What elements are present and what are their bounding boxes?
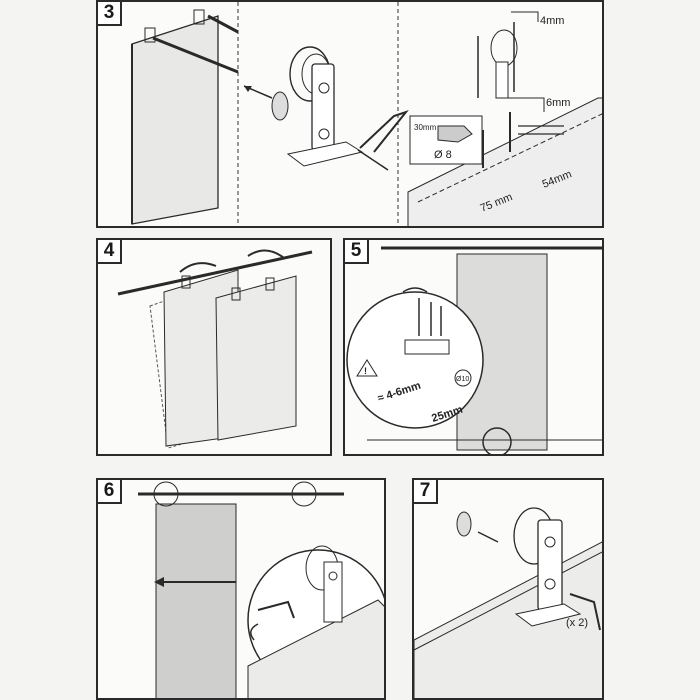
zoom-circle [291, 481, 317, 507]
door-panel [215, 275, 297, 441]
leader-line [152, 36, 239, 74]
rail-board [407, 97, 602, 226]
hanger-strap [495, 61, 509, 99]
rail-board [247, 599, 384, 698]
step-4-panel: 4 [96, 238, 332, 456]
step-4-illustration [117, 249, 313, 449]
step-5-number: 5 [345, 240, 369, 264]
step-3-number: 3 [98, 2, 122, 26]
floor-guide [404, 339, 450, 355]
step-3-illustration: Ø 8 30mm 4mm 6mm 75 mm 54mm [131, 2, 602, 226]
drill-size-label: Ø10 [456, 376, 469, 383]
step-7-illustration: (x 2) [414, 507, 602, 698]
screw-size-label: 6mm [546, 97, 570, 109]
hanger-strap [323, 561, 343, 623]
hanger-strap [537, 519, 563, 611]
door-panel [155, 503, 237, 698]
step-6-illustration [138, 481, 384, 698]
dim-leader [498, 97, 545, 112]
arrow-icon [357, 149, 389, 171]
count-label: (x 2) [566, 617, 588, 629]
step-6-panel: 6 [96, 478, 386, 700]
roller-wheel [490, 29, 518, 67]
step-5-illustration: ! Ø10 ≈ 4-6mm 25mm [346, 246, 602, 454]
step-7-number: 7 [414, 480, 438, 504]
arrow-icon [477, 531, 499, 543]
drill-symbol [454, 369, 472, 387]
step-4-number: 4 [98, 240, 122, 264]
svg-text:!: ! [364, 366, 367, 376]
step-3-panel: 3 Ø 8 [96, 0, 604, 228]
hanger-strap [311, 63, 335, 151]
drill-icon [437, 125, 473, 143]
hanger-icon [181, 275, 191, 289]
hanger-icon [231, 287, 241, 301]
zoom-circle [482, 427, 512, 454]
allen-key-icon [569, 593, 601, 631]
drill-diameter-label: Ø 8 [434, 149, 452, 161]
drill-depth-label: 30mm [414, 123, 437, 132]
stopper-icon [257, 600, 295, 619]
bolt-icon [271, 91, 289, 121]
lift-arrow-icon [179, 262, 217, 273]
dim-leader [511, 11, 539, 22]
zoom-circle [153, 481, 179, 507]
screw-size-label: 4mm [540, 15, 564, 27]
step-5-panel: 5 ! Ø10 ≈ 4-6mm 25mm [343, 238, 604, 456]
step-7-panel: 7 (x 2) [412, 478, 604, 700]
lift-arrow-icon [247, 249, 285, 259]
bolt-icon [456, 511, 472, 537]
mounting-plate [514, 603, 582, 627]
rotate-icon [402, 287, 428, 293]
detail-circle [346, 291, 484, 429]
hanger-icon [265, 277, 275, 291]
strap-hole [318, 128, 330, 140]
warning-icon [356, 359, 378, 377]
step-6-number: 6 [98, 480, 122, 504]
leader-line [207, 14, 239, 34]
allen-key-icon [359, 109, 409, 153]
rotate-icon [250, 623, 259, 641]
strap-hole [318, 82, 330, 94]
hanger-icon [193, 9, 205, 25]
hanger-icon [144, 27, 156, 43]
rail [117, 250, 313, 296]
